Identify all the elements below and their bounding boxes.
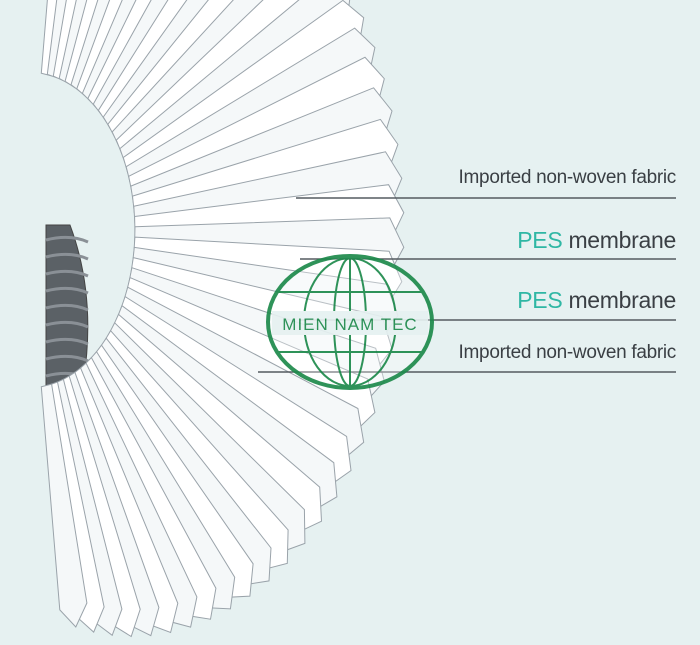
- label-pes-membrane-top: PES membrane: [517, 227, 676, 253]
- label-imported-fabric-bottom: Imported non-woven fabric: [458, 342, 677, 363]
- watermark-text: MIEN NAM TEC: [282, 315, 417, 334]
- core-ring: [45, 320, 89, 329]
- label-imported-fabric-top: Imported non-woven fabric: [458, 167, 677, 188]
- core-ring: [45, 252, 89, 261]
- core-ring: [45, 286, 89, 295]
- filter-pleats: [40, 0, 405, 638]
- core-ring: [45, 337, 89, 346]
- core-ring: [45, 269, 89, 278]
- filter-pleat: [40, 383, 88, 628]
- watermark-logo: MIEN NAM TEC: [266, 254, 434, 390]
- label-pes-membrane-bottom: PES membrane: [517, 287, 676, 313]
- core-ring: [45, 303, 89, 312]
- filter-core-rings: [45, 235, 89, 380]
- core-ring: [45, 235, 89, 244]
- core-ring: [45, 354, 89, 363]
